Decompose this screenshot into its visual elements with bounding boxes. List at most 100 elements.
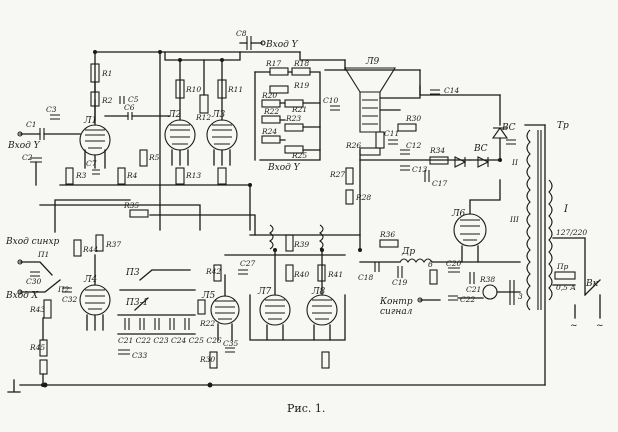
r12-label: R12 <box>195 113 211 122</box>
r28-label: R28 <box>355 193 371 202</box>
c14-label: C14 <box>444 86 460 95</box>
r38-label: R38 <box>479 275 495 284</box>
crt-side-components: C10 R26 R27 R28 C11 C12 C13 C14 R30 R34 … <box>323 86 471 205</box>
r11-label: R11 <box>227 85 243 94</box>
tube-l5-label: Л5 <box>201 291 216 301</box>
r37-label: R37 <box>105 240 121 249</box>
c1-label: C1 <box>26 120 37 129</box>
figure-caption: Рис. 1. <box>287 402 325 415</box>
r40-label: R40 <box>293 270 309 279</box>
winding-1-label: I <box>563 204 569 215</box>
r45-label: R45 <box>29 343 45 352</box>
tube-l8: Л8 <box>306 249 338 341</box>
c7-label: C7 <box>86 159 97 168</box>
r23-label: R23 <box>285 114 301 123</box>
r1-label: R1 <box>101 69 112 78</box>
tube-l2: Л2 <box>164 59 196 166</box>
capacitor-bank <box>117 314 196 335</box>
r36-label: R36 <box>379 230 395 239</box>
c30-label: C30 <box>26 277 42 286</box>
choke-filter: Др C18 C19 R36 C20 C21 б <box>358 230 521 294</box>
c21-label: C21 <box>466 285 481 294</box>
r41-label: R41 <box>327 270 343 279</box>
l2-l3-anode-bridge <box>164 51 241 61</box>
r35-label: R35 <box>123 201 139 210</box>
tube-l4: Л4 <box>79 254 111 331</box>
r2-label: R2 <box>101 96 113 105</box>
input-sync-label: Вход синхр <box>5 237 60 247</box>
tube-l3-label: Л3 <box>211 110 226 120</box>
r44-label: R44 <box>82 245 98 254</box>
c17-label: C17 <box>432 179 448 188</box>
vk-label: Вк <box>585 279 599 289</box>
l2-l3-resistors: R10 R11 R12 R13 <box>175 59 243 185</box>
r20-label: R20 <box>261 91 277 100</box>
c33-label: C33 <box>132 351 148 360</box>
c27-label: C27 <box>240 259 256 268</box>
r18-label: R18 <box>293 59 309 68</box>
p2-label: П2 <box>57 285 70 294</box>
c5-label: C5 <box>128 95 139 104</box>
voltage-label: 127/220 <box>556 228 587 237</box>
r30-label: R30 <box>405 114 421 123</box>
r22b-label: R22 <box>199 319 215 328</box>
r26-label: R26 <box>345 141 361 150</box>
r27-label: R27 <box>329 170 345 179</box>
input-sync-terminal[interactable] <box>17 259 23 265</box>
c6-label: C6 <box>124 103 135 112</box>
vs-label: ВС <box>501 123 516 133</box>
r22-label: R22 <box>263 107 279 116</box>
mains-tilde-1: ~ <box>570 321 578 331</box>
left-capacitors: C1 C3 C2 C5 C6 C7 <box>19 95 171 186</box>
tube-l8-label: Л8 <box>311 287 326 297</box>
c13-label: C13 <box>412 165 428 174</box>
mains-tilde-2: ~ <box>596 321 604 331</box>
range-switch-contact-2[interactable] <box>134 297 149 311</box>
fuse-and-switch: Пр 0,5 А Вк ~ ~ <box>554 262 604 331</box>
pin-3-label: 3 <box>518 292 523 301</box>
top-y-input: Вход Y C8 <box>236 29 299 50</box>
winding-3-label: III <box>509 215 520 224</box>
crt-l9-label: Л9 <box>365 57 380 67</box>
tube-l5: Л5 <box>201 274 240 341</box>
tube-l6: Л6 <box>451 179 501 263</box>
control-signal: Контр сигнал C22 R38 3 <box>379 275 523 317</box>
input-y-top-terminal[interactable] <box>260 40 266 46</box>
dr-label: Др <box>401 247 415 257</box>
c22-label: C22 <box>460 295 476 304</box>
c10-label: C10 <box>323 96 339 105</box>
c3-label: C3 <box>46 105 57 114</box>
control-signal-terminal[interactable] <box>417 297 423 303</box>
r4-label: R4 <box>126 171 138 180</box>
p3-1-label: П3-1 <box>125 298 148 308</box>
tr-label: Тр <box>557 121 569 131</box>
input-y-terminal[interactable] <box>17 131 23 137</box>
tube-l6-label: Л6 <box>451 209 466 219</box>
c20-label: C20 <box>446 259 462 268</box>
r19-label: R19 <box>293 81 309 90</box>
input-y-top-label: Вход Y <box>265 40 299 50</box>
l7-l8-loads: R39 R40 R41 C27 R42 <box>205 224 346 282</box>
left-resistors: R1 R2 R3 R4 R5 <box>65 63 160 185</box>
r34-label: R34 <box>429 146 445 155</box>
input-y-label: Вход Y <box>7 141 41 151</box>
crt-l9: Л9 <box>344 57 421 133</box>
pr-label: Пр <box>556 262 569 271</box>
c2-label: C2 <box>22 153 33 162</box>
r43-label: R43 <box>29 305 45 314</box>
p1-label: П1 <box>37 250 49 259</box>
r42-label: R42 <box>205 267 221 276</box>
tube-l3: Л3 <box>206 59 238 166</box>
input-x-terminal[interactable] <box>17 289 23 295</box>
capacitor-bank-label: C21 C22 C23 C24 C25 C26 <box>118 336 222 345</box>
range-switch-p3: П3 П3-1 C21 C22 C23 C24 C25 C26 C33 R22 … <box>117 268 330 369</box>
b-label: б <box>428 260 433 269</box>
c32-label: C32 <box>62 295 78 304</box>
r17-label: R17 <box>265 59 281 68</box>
r10-label: R10 <box>185 85 201 94</box>
power-switch[interactable] <box>584 279 601 296</box>
vs-label-bottom: ВС <box>473 144 488 154</box>
l7-l8-cathode-box <box>249 294 346 341</box>
range-switch-contact[interactable] <box>139 269 191 281</box>
